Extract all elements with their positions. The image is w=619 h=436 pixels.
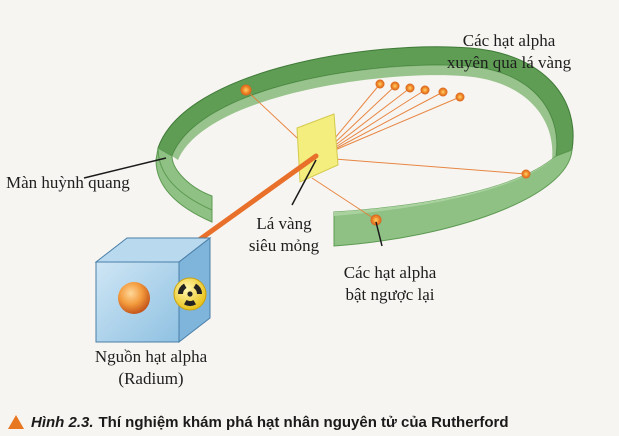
spot-3 bbox=[390, 81, 400, 91]
caption-text: Thí nghiệm khám phá hạt nhân nguyên tử c… bbox=[98, 413, 509, 431]
spot-4 bbox=[405, 83, 415, 93]
spot-7 bbox=[455, 92, 465, 102]
radiation-icon bbox=[177, 283, 202, 306]
caption-triangle-icon bbox=[8, 415, 24, 429]
figure-caption: Hình 2.3. Thí nghiệm khám phá hạt nhân n… bbox=[8, 411, 509, 433]
spot-5 bbox=[420, 85, 430, 95]
reflected-label-line2: bật ngược lại bbox=[345, 285, 435, 304]
reflected-label-line1: Các hạt alpha bbox=[343, 263, 437, 282]
foil-label: Lá vàng siêu mỏng bbox=[232, 213, 336, 257]
transmitted-label-line2: xuyên qua lá vàng bbox=[446, 53, 572, 72]
radium-source-box bbox=[94, 236, 212, 344]
alpha-source-ball bbox=[118, 282, 150, 314]
leader-lines bbox=[83, 157, 383, 247]
spot-8 bbox=[521, 169, 531, 179]
screen-label: Màn huỳnh quang bbox=[6, 173, 130, 192]
spot-1 bbox=[240, 84, 252, 96]
foil-label-line2: siêu mỏng bbox=[248, 236, 320, 255]
source-label-line1: Nguồn hạt alpha bbox=[94, 347, 208, 366]
source-label-line2: (Radium) bbox=[118, 369, 184, 388]
spot-2 bbox=[375, 79, 385, 89]
transmitted-label: Các hạt alpha xuyên qua lá vàng bbox=[429, 30, 589, 74]
reflected-label: Các hạt alpha bật ngược lại bbox=[328, 262, 452, 306]
source-label: Nguồn hạt alpha (Radium) bbox=[76, 346, 226, 390]
spot-9 bbox=[370, 214, 382, 226]
alpha-paths bbox=[245, 83, 527, 221]
caption-number: Hình 2.3. bbox=[31, 413, 94, 431]
transmitted-label-line1: Các hạt alpha bbox=[462, 31, 556, 50]
ring-left-section bbox=[155, 147, 213, 223]
foil-label-line1: Lá vàng bbox=[256, 214, 312, 233]
gold-foil bbox=[296, 113, 339, 183]
ring-back-inner bbox=[172, 65, 557, 160]
spot-6 bbox=[438, 87, 448, 97]
scintillation-spots bbox=[240, 79, 531, 226]
